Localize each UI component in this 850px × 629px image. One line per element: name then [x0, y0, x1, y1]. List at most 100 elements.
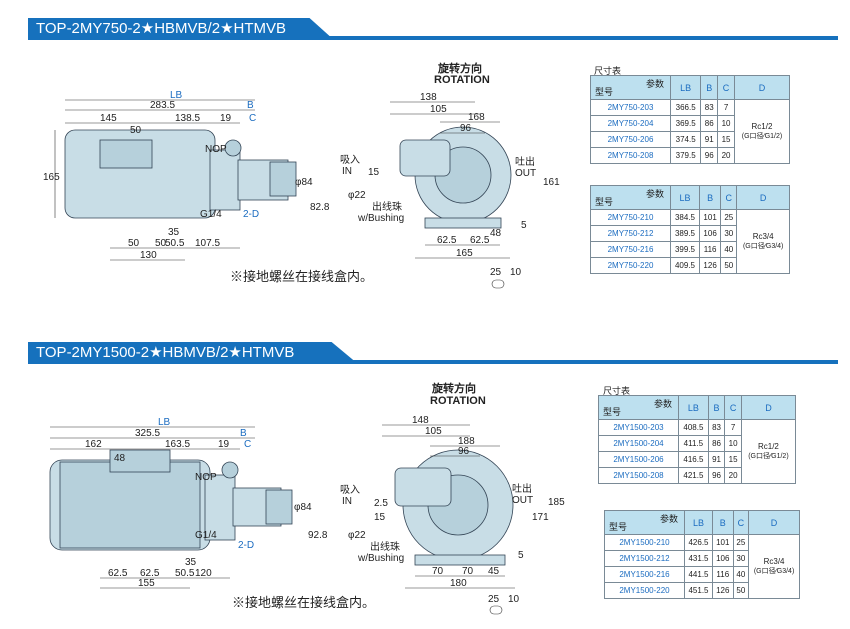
pump-side-view-1: LB 283.5 145 138.5 50 19 B C NOP G1/4 2-… — [43, 90, 330, 261]
dim-130: 130 — [140, 250, 157, 261]
dim-50b: 50 — [128, 238, 140, 249]
table-caption: 尺寸表 — [603, 386, 631, 396]
dim-15: 15 — [374, 512, 386, 523]
dim-25: 25 — [488, 594, 500, 605]
dim-2-5: 2.5 — [374, 498, 388, 509]
dim-c: C — [249, 113, 256, 124]
dim-62-5b: 62.5 — [470, 235, 490, 246]
note-1: ※接地螺丝在接线盒内。 — [230, 269, 374, 284]
in-en: IN — [342, 166, 352, 177]
dim-10: 10 — [510, 267, 522, 278]
dim-15: 15 — [368, 167, 380, 178]
dim-283-5: 283.5 — [150, 100, 175, 111]
rotation-en: ROTATION — [434, 74, 490, 86]
dim-48: 48 — [114, 453, 126, 464]
out-cn: 吐出 — [512, 482, 532, 495]
out-en: OUT — [512, 495, 533, 506]
base-foot — [414, 554, 506, 566]
dim-120: 120 — [195, 568, 212, 579]
dim-188: 188 — [458, 436, 475, 447]
dim-148: 148 — [412, 415, 429, 426]
bushing-dim: φ22 — [348, 190, 366, 201]
dim-62-5a: 62.5 — [108, 568, 128, 579]
dim-70b: 70 — [462, 566, 474, 577]
table-caption: 尺寸表 — [594, 66, 622, 76]
section1-rule — [28, 36, 838, 40]
dim-165: 165 — [456, 248, 473, 259]
out-en: OUT — [515, 168, 536, 179]
bushing-en: w/Bushing — [357, 553, 404, 564]
dim-171: 171 — [532, 512, 549, 523]
g14-label: G1/4 — [200, 209, 222, 220]
dim-82-8: 82.8 — [310, 202, 330, 213]
in-cn: 吸入 — [340, 155, 360, 166]
dim-50-5: 50.5 — [165, 238, 185, 249]
pump-head — [269, 161, 297, 197]
terminal-box-front — [394, 467, 452, 507]
terminal-box — [109, 449, 171, 473]
dim-105: 105 — [430, 104, 447, 115]
section2-title: TOP-2MY1500-2★HBMVB/2★HTMVB — [28, 342, 358, 364]
port-label: 2-D — [243, 209, 259, 220]
dim-96: 96 — [460, 123, 472, 134]
dim-10: 10 — [508, 594, 520, 605]
note-2: ※接地螺丝在接线盒内。 — [232, 595, 376, 610]
dim-155: 155 — [138, 578, 155, 589]
dim-162: 162 — [85, 439, 102, 450]
nop-fitting — [221, 461, 239, 479]
terminal-box — [99, 139, 153, 169]
motor-flange — [209, 149, 241, 211]
nop-label: NOP — [195, 472, 217, 483]
dim-168: 168 — [468, 112, 485, 123]
dim-35: 35 — [168, 227, 180, 238]
dim-5: 5 — [518, 550, 524, 561]
dim-48: 48 — [490, 228, 502, 239]
dim-70a: 70 — [432, 566, 444, 577]
dim-b: B — [247, 100, 254, 111]
dim-180: 180 — [450, 578, 467, 589]
g14-label: G1/4 — [195, 530, 217, 541]
bushing-cn: 出线珠 — [370, 540, 400, 553]
dim-19: 19 — [220, 113, 232, 124]
rotation-cn: 旋转方向 — [437, 61, 482, 75]
dim-25: 25 — [490, 267, 502, 278]
section2-rule — [28, 360, 838, 364]
rotation-en: ROTATION — [430, 395, 486, 407]
dim-45: 45 — [488, 566, 500, 577]
rotation-cn: 旋转方向 — [431, 381, 476, 395]
dim-19: 19 — [218, 439, 230, 450]
dim-145: 145 — [100, 113, 117, 124]
dim-lb: LB — [158, 417, 171, 428]
dim-105: 105 — [425, 426, 442, 437]
section1-title: TOP-2MY750-2★HBMVB/2★HTMVB — [28, 18, 334, 40]
bushing-cn: 出线珠 — [372, 200, 402, 213]
pump-front-view-2: 旋转方向 ROTATION 148 105 188 96 吸入 IN 2.5 1… — [340, 381, 565, 615]
motor-fins — [59, 461, 201, 549]
dim-96: 96 — [458, 446, 470, 457]
dim-62-5a: 62.5 — [437, 235, 457, 246]
dim-325-5: 325.5 — [135, 428, 160, 439]
port-label: 2-D — [238, 540, 254, 551]
nop-label: NOP — [205, 144, 227, 155]
dim-50: 50 — [130, 125, 142, 136]
dim-163-5: 163.5 — [165, 439, 190, 450]
dim-107-5: 107.5 — [195, 238, 220, 249]
dim-138-5: 138.5 — [175, 113, 200, 124]
dim-lb: LB — [170, 90, 183, 101]
dim-50-5: 50.5 — [175, 568, 195, 579]
